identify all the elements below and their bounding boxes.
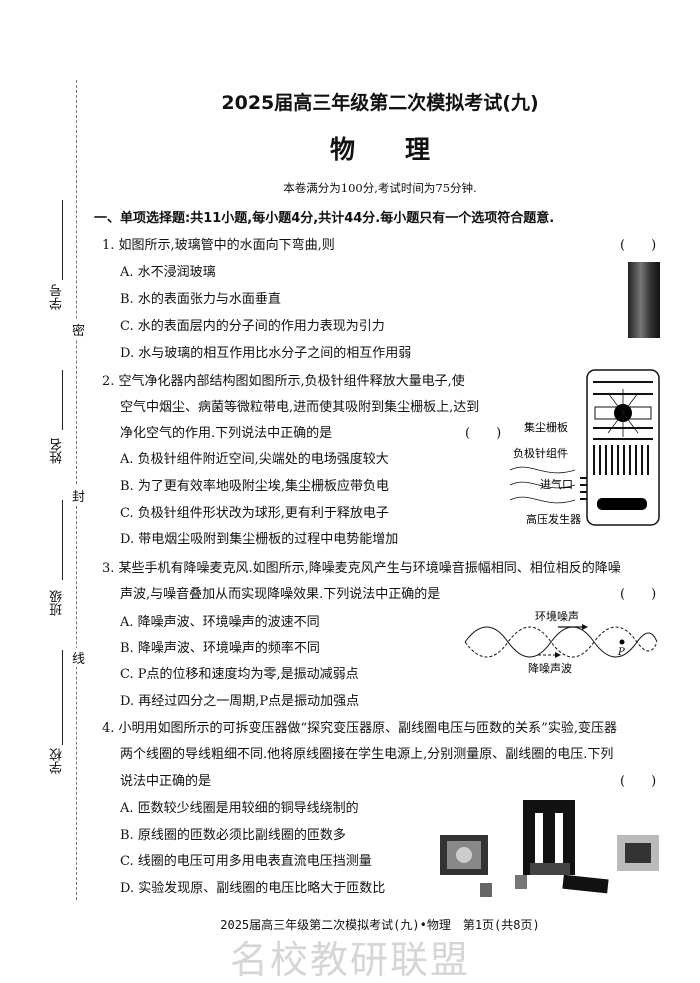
answer-paren-3: ( ) — [620, 587, 657, 602]
question-4-line-1: 4. 小明用如图所示的可拆变压器做“探究变压器原、副线圈电压与匝数的关系”实验,… — [102, 721, 617, 736]
field-school: 学校 — [50, 748, 65, 774]
question-2-line-1: 2. 空气净化器内部结构图如图所示,负极针组件释放大量电子,使 — [102, 374, 465, 389]
field-name: 姓名 — [50, 438, 65, 464]
seal-xian: 线 — [72, 648, 86, 667]
exam-title: 2025届高三年级第二次模拟考试(九) — [221, 92, 539, 114]
q2-option-d: D. 带电烟尘吸附到集尘栅板的过程中电势能增加 — [120, 532, 399, 547]
q2-option-b: B. 为了更有效率地吸附尘埃,集尘栅板应带负电 — [120, 479, 389, 494]
q4-option-c: C. 线圈的电压可用多用电表直流电压挡测量 — [120, 854, 372, 869]
seal-mi: 密 — [72, 320, 86, 339]
label-hv-generator: 高压发生器 — [526, 512, 581, 526]
q2-option-c: C. 负极针组件形状改为球形,更有利于释放电子 — [120, 506, 389, 521]
air-purifier-diagram: 集尘栅板 负极针组件 进气口 高压发生器 — [509, 369, 660, 526]
watermark: 名校教研联盟 — [229, 938, 470, 982]
label-point-p: P — [617, 647, 625, 658]
wave-diagram: 环境噪声 降噪声波 P — [464, 609, 658, 675]
q3-option-b: B. 降噪声波、环境噪声的频率不同 — [120, 641, 320, 656]
subject-title: 物 理 — [329, 135, 430, 164]
q3-option-d: D. 再经过四分之一周期,P点是振动加强点 — [120, 694, 360, 709]
q4-option-b: B. 原线圈的匝数必须比副线圈的匝数多 — [120, 828, 346, 843]
answer-paren-1: ( ) — [620, 238, 657, 253]
label-anti-noise: 降噪声波 — [528, 661, 572, 675]
question-2-line-2: 空气中烟尘、病菌等微粒带电,进而使其吸附到集尘栅板上,达到 — [120, 400, 480, 415]
answer-paren-2: ( ) — [465, 426, 502, 441]
exam-info: 本卷满分为100分,考试时间为75分钟. — [283, 181, 477, 195]
seal-feng: 封 — [72, 486, 86, 505]
section-heading: 一、单项选择题:共11小题,每小题4分,共计44分.每小题只有一个选项符合题意. — [94, 211, 555, 226]
question-4-line-2: 两个线圈的导线粗细不同.他将原线圈接在学生电源上,分别测量原、副线圈的电压.下列 — [120, 747, 614, 762]
q3-option-a: A. 降噪声波、环境噪声的波速不同 — [120, 615, 320, 630]
q2-option-a: A. 负极针组件附近空间,尖端处的电场强度较大 — [120, 452, 389, 467]
field-line-4 — [62, 650, 63, 745]
question-3-line-1: 3. 某些手机有降噪麦克风.如图所示,降噪麦克风产生与环境噪音振幅相同、相位相反… — [102, 561, 621, 576]
question-1-stem: 1. 如图所示,玻璃管中的水面向下弯曲,则 — [102, 238, 335, 253]
q1-option-c: C. 水的表面层内的分子间的作用力表现为引力 — [120, 319, 385, 334]
q1-option-d: D. 水与玻璃的相互作用比水分子之间的相互作用弱 — [120, 346, 412, 361]
label-ambient-noise: 环境噪声 — [535, 609, 579, 623]
question-4-line-3: 说法中正确的是 — [120, 774, 212, 789]
transformer-photo — [440, 800, 659, 897]
field-line-1 — [62, 200, 63, 280]
q3-option-c: C. P点的位移和速度均为零,是振动减弱点 — [120, 667, 359, 682]
question-2-line-3: 净化空气的作用.下列说法中正确的是 — [120, 426, 333, 441]
q4-option-a: A. 匝数较少线圈是用较细的铜导线绕制的 — [120, 801, 359, 816]
label-negative-needle: 负极针组件 — [513, 446, 568, 460]
q1-option-a: A. 水不浸润玻璃 — [120, 265, 216, 280]
question-3-line-2: 声波,与噪音叠加从而实现降噪效果.下列说法中正确的是 — [120, 587, 441, 602]
label-dust-grid: 集尘栅板 — [524, 420, 568, 434]
field-student-id: 学号 — [50, 284, 65, 310]
label-air-inlet: 进气口 — [540, 477, 573, 491]
field-class: 班级 — [50, 590, 65, 616]
field-line-3 — [62, 500, 63, 580]
answer-paren-4: ( ) — [620, 774, 657, 789]
page-footer: 2025届高三年级第二次模拟考试(九)•物理 第1页(共8页) — [220, 918, 540, 932]
q4-option-d: D. 实验发现原、副线圈的电压比略大于匝数比 — [120, 881, 386, 896]
field-line-2 — [62, 370, 63, 430]
glass-tube-photo — [628, 262, 660, 338]
q1-option-b: B. 水的表面张力与水面垂直 — [120, 292, 281, 307]
